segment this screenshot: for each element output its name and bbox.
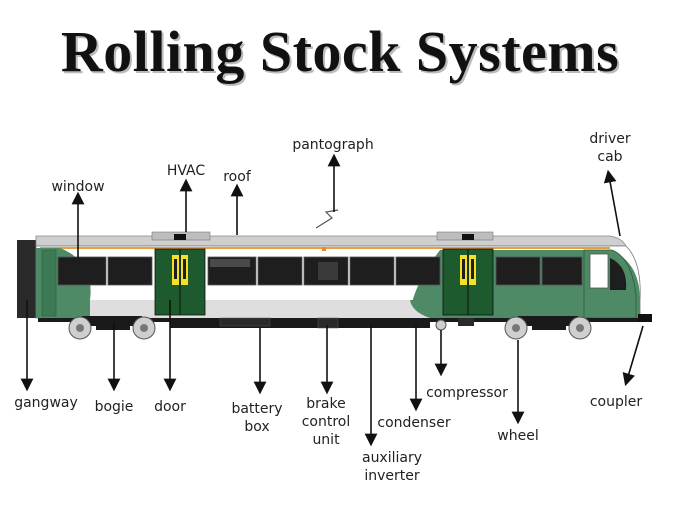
- door-left: [154, 248, 206, 316]
- label-door: door: [154, 399, 186, 415]
- label-pantograph: pantograph: [292, 137, 374, 153]
- gangway-shape: [17, 240, 37, 318]
- label-condenser: condenser: [377, 415, 451, 431]
- label-compressor: compressor: [426, 385, 508, 401]
- underframe-equipment: [170, 318, 430, 328]
- pantograph-shape: [315, 209, 339, 229]
- label-wheel: wheel: [497, 428, 539, 444]
- label-battery-box: battery box: [231, 401, 283, 435]
- coupler-shape: [638, 314, 652, 322]
- bogie-left: [68, 316, 156, 340]
- windows: [57, 256, 583, 286]
- roof-shape: [35, 235, 627, 247]
- label-window: window: [51, 179, 105, 195]
- door-right: [442, 248, 494, 316]
- arrow-driver-cab: [603, 169, 621, 237]
- label-hvac: HVAC: [166, 163, 206, 179]
- label-driver-cab: driver cab: [589, 131, 631, 165]
- arrow-coupler: [622, 325, 644, 387]
- label-coupler: coupler: [589, 394, 643, 410]
- label-gangway: gangway: [14, 395, 78, 411]
- page-title: Rolling Stock Systems: [60, 19, 620, 84]
- label-bogie: bogie: [94, 399, 134, 415]
- label-auxiliary-inverter: auxiliary inverter: [361, 450, 423, 484]
- bogie-right: [504, 316, 592, 340]
- label-roof: roof: [223, 169, 251, 185]
- label-brake-control-unit: brake control unit: [301, 396, 351, 448]
